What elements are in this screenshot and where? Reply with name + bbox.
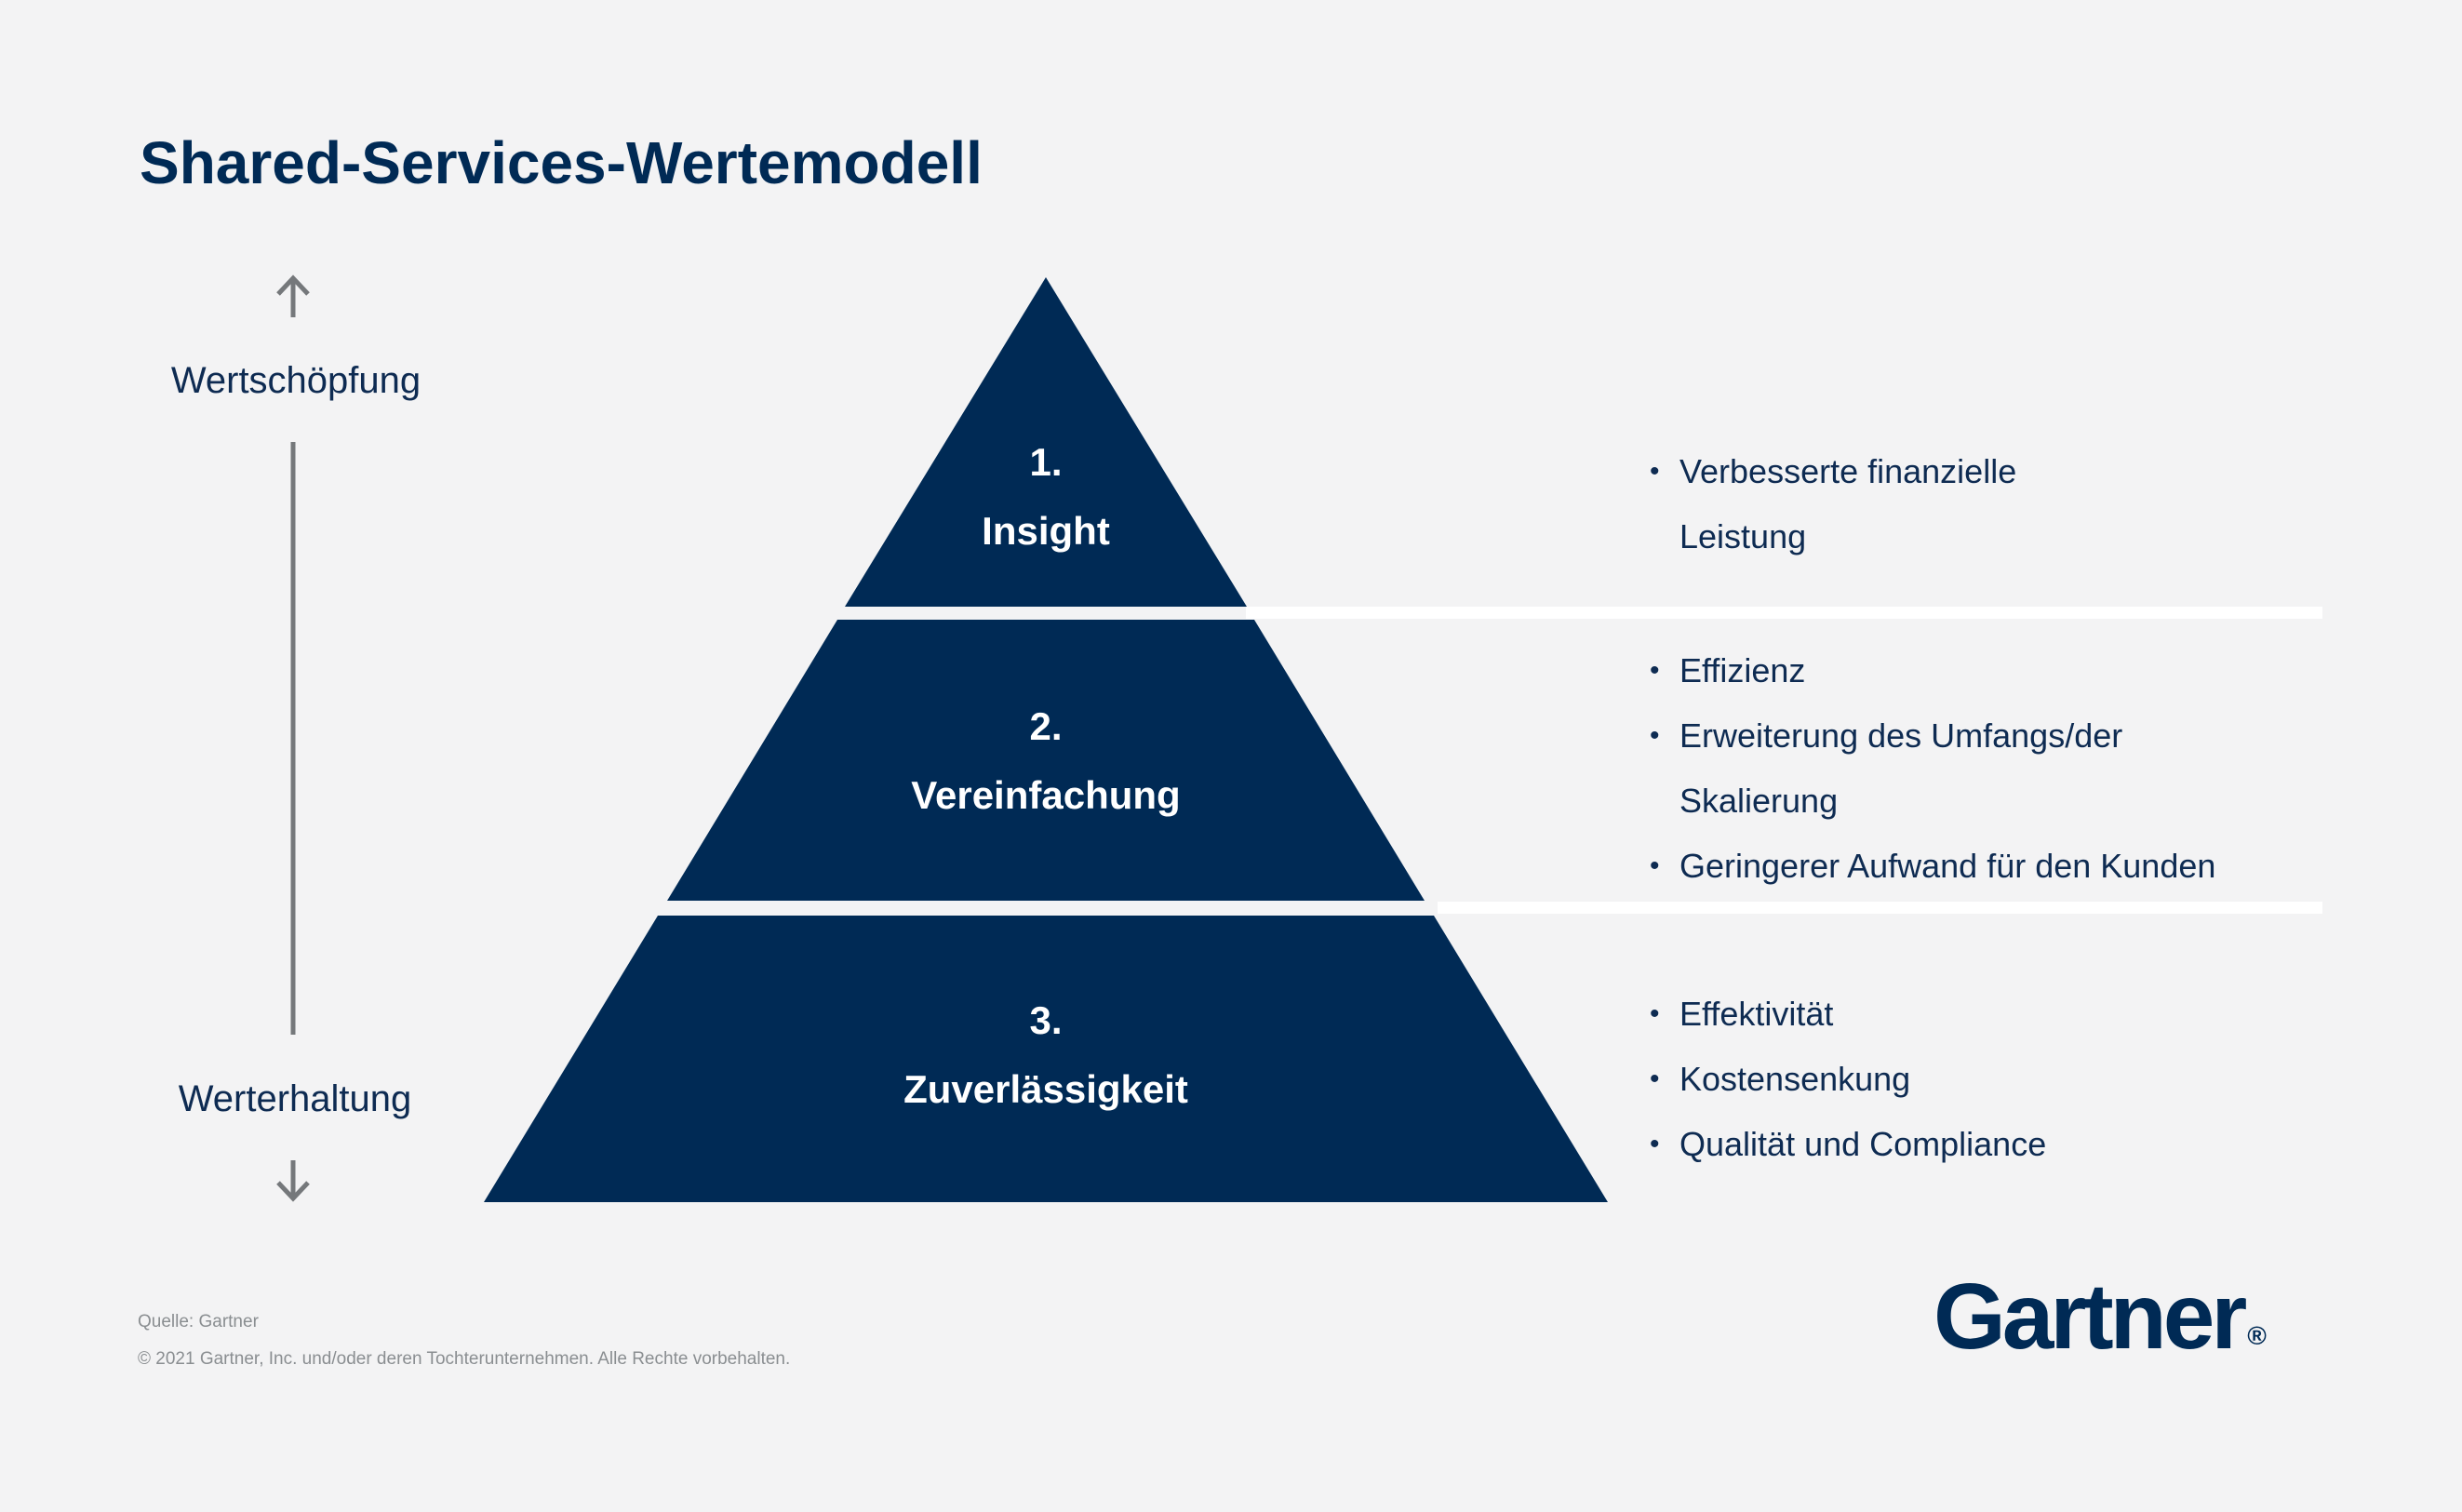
tier-2-label: 2. Vereinfachung [911,692,1180,830]
arrow-up-icon [276,274,310,317]
tier-number: 3. [1029,998,1063,1042]
benefit-text: Effizienz [1679,651,1806,689]
axis-label-wertschoepfung: Wertschöpfung [170,360,421,401]
bullet-icon: • [1650,1064,1660,1094]
list-item: • Effizienz [1650,638,2256,703]
benefit-text: Kostensenkung [1679,1060,1911,1098]
benefits-list-tier-3: • Effektivität • Kostensenkung • Qualitä… [1650,982,2256,1177]
pyramid-tier-2 [667,620,1425,901]
benefit-text: Verbesserte finanzielle Leistung [1679,452,2017,555]
arrow-down-icon [276,1160,310,1202]
benefit-text: Qualität und Compliance [1679,1125,2047,1163]
list-item: • Effektivität [1650,982,2256,1047]
separator-band-top [1246,607,2322,619]
list-item: • Kostensenkung [1650,1047,2256,1112]
tier-name: Zuverlässigkeit [903,1067,1188,1111]
axis-label-werterhaltung: Werterhaltung [178,1078,412,1119]
bullet-icon: • [1650,998,1660,1029]
separator-band-bottom [1438,902,2322,914]
benefit-text: Erweiterung des Umfangs/der Skalierung [1679,716,2123,820]
bullet-icon: • [1650,1129,1660,1159]
gartner-logo: Gartner® [1933,1264,2267,1391]
tier-name: Insight [982,509,1110,553]
benefit-text: Geringerer Aufwand für den Kunden [1679,847,2216,885]
source-note: Quelle: Gartner [138,1312,259,1331]
gartner-logo-text: Gartner [1933,1264,2247,1369]
list-item: • Verbesserte finanzielle Leistung [1650,439,2107,569]
benefit-text: Effektivität [1679,995,1834,1033]
tier-name: Vereinfachung [911,773,1181,817]
bullet-icon: • [1650,850,1660,881]
tier-number: 1. [1029,440,1063,484]
benefits-list-tier-2: • Effizienz • Erweiterung des Umfangs/de… [1650,638,2256,899]
list-item: • Geringerer Aufwand für den Kunden [1650,834,2256,899]
copyright-note: © 2021 Gartner, Inc. und/oder deren Toch… [138,1349,791,1369]
bullet-icon: • [1650,655,1660,686]
tier-number: 2. [1029,704,1063,748]
bullet-icon: • [1650,456,1660,487]
list-item: • Erweiterung des Umfangs/der Skalierung [1650,703,2256,834]
pyramid-tier-3 [484,916,1608,1202]
registered-trademark-icon: ® [2247,1321,2267,1350]
benefits-list-tier-1: • Verbesserte finanzielle Leistung [1650,439,2107,569]
tier-3-label: 3. Zuverlässigkeit [903,986,1188,1124]
list-item: • Qualität und Compliance [1650,1112,2256,1177]
page-title: Shared-Services-Wertemodell [140,129,983,196]
pyramid-tier-1 [845,277,1247,607]
bullet-icon: • [1650,720,1660,751]
tier-1-label: 1. Insight [982,428,1110,566]
